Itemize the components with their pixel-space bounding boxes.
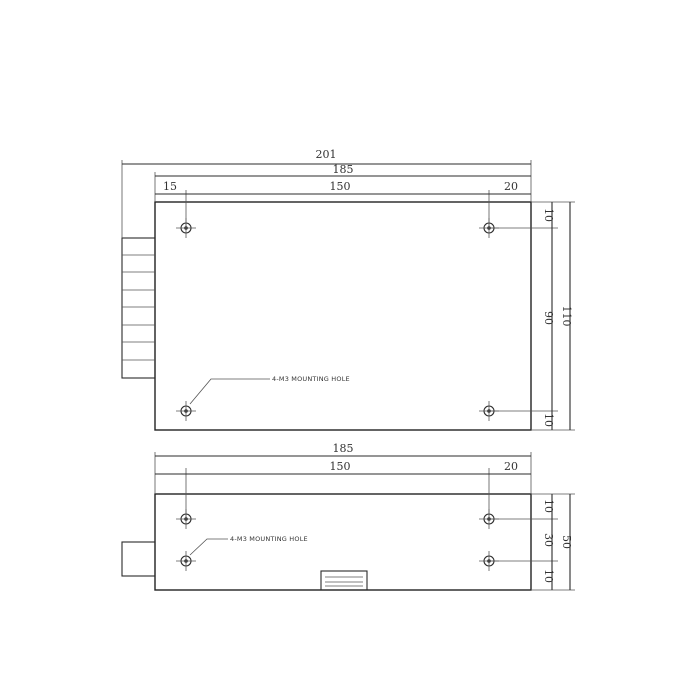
side-dim-vertical: 10 30 10 50 [489, 493, 575, 591]
side-view-body [154, 493, 532, 591]
dim-hole-chain: 15 150 20 [155, 180, 531, 228]
top-view-connector [121, 237, 156, 379]
top-view-hole-bl [176, 401, 196, 421]
top-view: 201 185 15 150 20 10 90 10 11 [121, 148, 575, 431]
top-view-body [154, 201, 532, 431]
dim-body-length-label: 185 [333, 163, 354, 176]
top-view-note-label: 4-M3 MOUNTING HOLE [272, 375, 350, 383]
dim-overall-length: 201 [121, 148, 532, 238]
side-dim-top-margin-label: 10 [542, 499, 555, 513]
side-dim-hole-height-label: 30 [542, 533, 555, 547]
side-view-connector [121, 541, 156, 577]
dim-vertical-top-view: 10 90 10 110 [489, 201, 575, 431]
dim-overall-height-label: 110 [560, 306, 573, 327]
top-view-note: 4-M3 MOUNTING HOLE [189, 375, 350, 405]
side-dim-hole-spacing-label: 150 [330, 460, 351, 473]
dim-body-length: 185 [154, 163, 531, 202]
side-dim-overall-height-label: 50 [560, 535, 573, 549]
dim-overall-length-label: 201 [316, 148, 337, 161]
dim-right-offset-label: 20 [504, 180, 518, 193]
side-view-note: 4-M3 MOUNTING HOLE [189, 535, 308, 556]
side-dim-hole-chain: 150 20 [155, 460, 531, 519]
side-dim-bottom-margin-label: 10 [542, 569, 555, 583]
side-view-clip [320, 570, 368, 591]
side-view-note-label: 4-M3 MOUNTING HOLE [230, 535, 308, 543]
side-dim-right-offset-label: 20 [504, 460, 518, 473]
side-view-hole-bl [176, 551, 196, 571]
dim-bottom-margin-label: 10 [542, 413, 555, 427]
dim-top-margin-label: 10 [542, 208, 555, 222]
dim-hole-height-label: 90 [542, 311, 555, 325]
side-view: 185 150 20 10 30 10 50 4-M3 MOUNTING HOL… [121, 442, 575, 591]
side-dim-body-length: 185 [154, 442, 532, 494]
dim-left-offset-label: 15 [163, 180, 177, 193]
dim-hole-spacing-label: 150 [330, 180, 351, 193]
side-dim-body-length-label: 185 [333, 442, 354, 455]
